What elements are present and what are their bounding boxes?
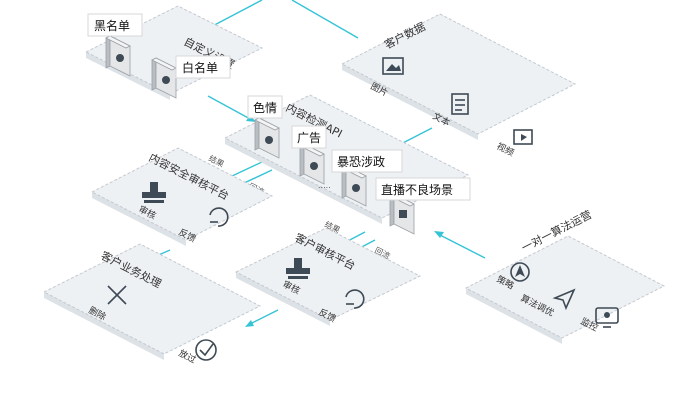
- block-icon: [399, 210, 407, 218]
- block-icon: [162, 76, 170, 84]
- blacklist-block[interactable]: [105, 35, 131, 77]
- video-label: 视频: [495, 140, 516, 159]
- connector-customer-to-business: [249, 309, 279, 325]
- panel-security-platform: 内容安全审核平台 审核 反馈: [90, 147, 274, 246]
- video-icon: [513, 129, 533, 145]
- stamp-icon: [142, 182, 166, 203]
- arrow-ops-to-api: [434, 231, 444, 238]
- whitelist-block[interactable]: [151, 57, 177, 99]
- pass-label: 放过: [177, 347, 198, 366]
- tag-blacklist[interactable]: 黑名单: [87, 13, 143, 37]
- document-icon: [451, 93, 469, 115]
- refresh-icon: [209, 207, 229, 227]
- tag-live-text: 直播不良场景: [381, 182, 453, 197]
- block-icon: [265, 136, 273, 144]
- block-icon: [116, 54, 124, 62]
- close-icon: [107, 285, 127, 305]
- monitor-icon: [595, 307, 619, 328]
- tag-live[interactable]: 直播不良场景: [375, 177, 471, 201]
- porn-block[interactable]: [254, 117, 280, 159]
- panel-customer-data: 客户数据 图片 文本 视频: [340, 13, 577, 159]
- check-circle-icon: [195, 339, 217, 361]
- tag-porn-text: 色情: [253, 101, 277, 115]
- panel-operations: 一对一算法运营 策略 算法调优 监控: [464, 207, 666, 344]
- block-icon: [352, 184, 360, 192]
- tag-terror-text: 暴恐涉政: [337, 155, 385, 169]
- panel-business: 客户业务处理 删除 放过: [42, 243, 262, 366]
- connector-ops-to-api: [437, 233, 486, 259]
- panel-custom-settings: 自定义设置: [84, 5, 264, 100]
- navigation-icon: [510, 262, 530, 282]
- connector-settings-to-api: [207, 95, 253, 121]
- tag-blacklist-text: 黑名单: [94, 18, 130, 33]
- tag-terror[interactable]: 暴恐涉政: [331, 149, 403, 173]
- detect-api-ellipsis: .....: [318, 181, 331, 190]
- block-icon: [310, 162, 318, 170]
- tag-whitelist[interactable]: 白名单: [175, 55, 231, 79]
- tag-ads[interactable]: 广告: [291, 125, 327, 149]
- stamp-icon: [286, 258, 310, 279]
- arrow-customer-to-business: [245, 320, 254, 327]
- send-icon: [552, 288, 576, 311]
- connector-top-right: [291, 0, 359, 39]
- panel-customer-platform: 客户审核平台 审核 反馈: [234, 227, 422, 326]
- tag-ads-text: 广告: [297, 131, 321, 145]
- image-icon: [382, 57, 404, 75]
- refresh-icon: [345, 289, 365, 309]
- tag-porn[interactable]: 色情: [247, 95, 283, 119]
- tag-whitelist-text: 白名单: [182, 60, 218, 75]
